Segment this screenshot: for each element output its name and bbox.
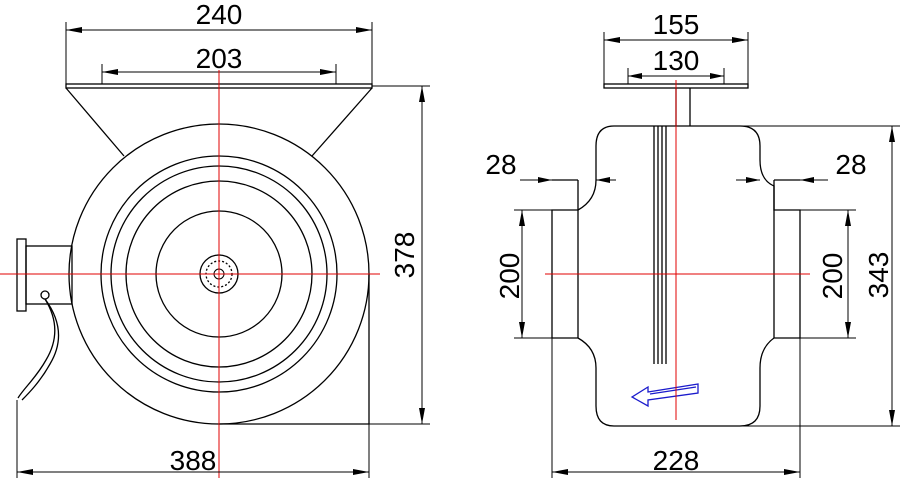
dim-label-200-right: 200 (817, 253, 848, 300)
right-view: 155 130 (485, 9, 900, 478)
dim-label-203: 203 (196, 43, 243, 74)
dim-label-200-left: 200 (494, 253, 525, 300)
left-view: 240 203 (0, 0, 430, 478)
dim-body-height: 343 (740, 125, 900, 427)
dim-flange-outer: 155 (603, 9, 749, 84)
dim-label-28-right: 28 (835, 149, 866, 180)
dim-bottom-width: 388 (16, 400, 370, 478)
dim-right-duct-diameter: 200 (800, 209, 856, 339)
dim-label-388: 388 (170, 445, 217, 476)
dim-left-duct-offset: 28 (485, 149, 616, 183)
dim-label-130: 130 (653, 45, 700, 76)
dim-left-duct-diameter: 200 (494, 209, 552, 339)
dim-flange-inner: 130 (627, 45, 725, 84)
dim-top-inner: 203 (101, 43, 337, 84)
dim-body-width: 228 (551, 338, 801, 478)
dim-label-343: 343 (863, 252, 894, 299)
dim-label-378: 378 (389, 232, 420, 279)
dim-label-240: 240 (196, 0, 243, 30)
dim-top-width: 240 (65, 0, 373, 84)
motor-box (16, 238, 73, 401)
flow-direction-arrow (630, 383, 699, 408)
dim-height: 378 (369, 85, 430, 425)
dim-label-155: 155 (653, 9, 700, 40)
dim-label-28-left: 28 (485, 149, 516, 180)
dim-label-228: 228 (653, 445, 700, 476)
dim-right-duct-offset: 28 (736, 149, 867, 183)
